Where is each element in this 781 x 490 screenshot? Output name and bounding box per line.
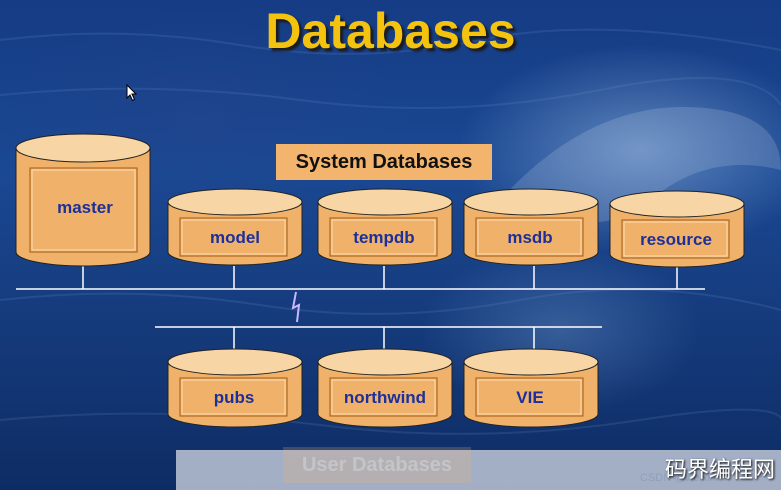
db-label-msdb: msdb [507,228,552,247]
db-cylinder-pubs: pubs [167,348,303,428]
db-label-resource: resource [640,230,712,249]
connector-lines [16,266,705,352]
db-label-vie: VIE [516,388,543,407]
page-title: Databases [265,3,516,59]
db-label-model: model [210,228,260,247]
db-label-master: master [57,198,113,217]
db-label-tempdb: tempdb [353,228,414,247]
db-label-pubs: pubs [214,388,255,407]
csdn-credit: CSDN @weixin [640,472,716,484]
db-cylinder-tempdb: tempdb [317,188,453,266]
mouse-cursor-icon [126,84,138,102]
db-cylinder-msdb: msdb [463,188,599,266]
bottom-translucent-bar [176,450,781,490]
system-databases-label: System Databases [276,144,492,180]
db-label-northwind: northwind [344,388,426,407]
user-databases-label: User Databases [283,447,471,483]
db-cylinder-resource: resource [609,190,745,268]
db-cylinder-vie: VIE [463,348,599,428]
lightning-spark-icon [291,291,301,323]
db-cylinder-model: model [167,188,303,266]
site-watermark: 码界编程网 [664,458,775,483]
db-cylinder-northwind: northwind [317,348,453,428]
db-cylinder-master: master [15,133,151,267]
